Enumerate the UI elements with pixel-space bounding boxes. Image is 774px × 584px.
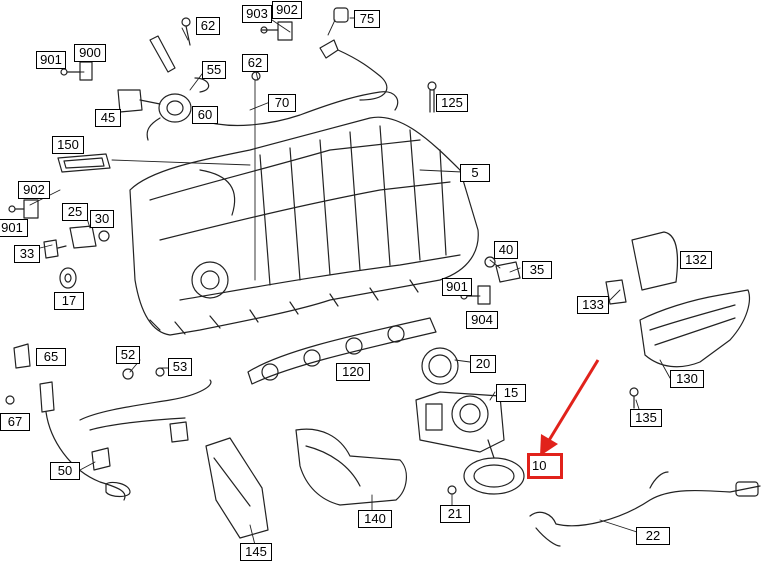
air-duct-140 [295, 428, 407, 506]
sensor-35 [484, 256, 521, 283]
heat-shield-130 [639, 289, 751, 368]
callout-901: 901 [36, 51, 66, 69]
harness-group [5, 343, 212, 501]
callout-900: 900 [74, 44, 106, 62]
callout-132: 132 [680, 251, 712, 269]
callout-35: 35 [522, 261, 552, 279]
gasket-150 [57, 153, 111, 173]
sensor-75 [319, 7, 388, 101]
seal-10 [463, 439, 525, 495]
callout-20: 20 [470, 355, 496, 373]
callout-50: 50 [50, 462, 80, 480]
callout-10-highlighted: 10 [527, 453, 563, 479]
callout-901: 901 [0, 219, 28, 237]
callout-62: 62 [196, 17, 220, 35]
throttle-body-15 [415, 391, 505, 453]
callout-904: 904 [466, 311, 498, 329]
leader-lines [29, 17, 671, 546]
callout-17: 17 [54, 292, 84, 310]
gasket-120 [247, 317, 437, 385]
connector-900 [60, 61, 93, 81]
callout-140: 140 [358, 510, 392, 528]
bracket-133 [605, 279, 627, 305]
callout-120: 120 [336, 363, 370, 381]
callout-70: 70 [268, 94, 296, 112]
callout-125: 125 [436, 94, 468, 112]
gasket-20 [421, 347, 459, 385]
callout-25: 25 [62, 203, 88, 221]
vacuum-hose-group [117, 35, 210, 141]
callout-67: 67 [0, 413, 30, 431]
callout-62: 62 [242, 54, 268, 72]
bolt-62-mid [251, 71, 261, 81]
callout-65: 65 [36, 348, 66, 366]
bolt-62-top [181, 17, 191, 46]
connector-902-left [8, 199, 39, 219]
cable-70 [199, 91, 399, 127]
callout-135: 135 [630, 409, 662, 427]
callout-40: 40 [494, 241, 518, 259]
callout-75: 75 [354, 10, 380, 28]
shield-145 [205, 437, 269, 539]
bolt-125 [427, 81, 437, 113]
cover-132 [631, 231, 679, 291]
callout-130: 130 [670, 370, 704, 388]
callout-145: 145 [240, 543, 272, 561]
sensor-25 [69, 225, 110, 249]
callout-55: 55 [202, 61, 226, 79]
callout-53: 53 [168, 358, 192, 376]
callout-45: 45 [95, 109, 121, 127]
callout-52: 52 [116, 346, 140, 364]
washer-17 [59, 267, 77, 289]
connector-902-top [260, 21, 293, 41]
callout-901: 901 [442, 278, 472, 296]
callout-33: 33 [14, 245, 40, 263]
callout-903: 903 [242, 5, 272, 23]
callout-21: 21 [440, 505, 470, 523]
callout-15: 15 [496, 384, 526, 402]
bolt-135 [629, 387, 639, 409]
intake-manifold-5 [129, 116, 479, 336]
callout-5: 5 [460, 164, 490, 182]
callout-902: 902 [18, 181, 50, 199]
callout-133: 133 [577, 296, 609, 314]
callout-150: 150 [52, 136, 84, 154]
callout-22: 22 [636, 527, 670, 545]
callout-30: 30 [90, 210, 114, 228]
air-hose-22 [529, 471, 761, 547]
bolt-21 [447, 485, 457, 495]
highlight-arrow [540, 359, 600, 456]
part-33 [43, 239, 67, 259]
callout-60: 60 [192, 106, 218, 124]
callout-902: 902 [272, 1, 302, 19]
